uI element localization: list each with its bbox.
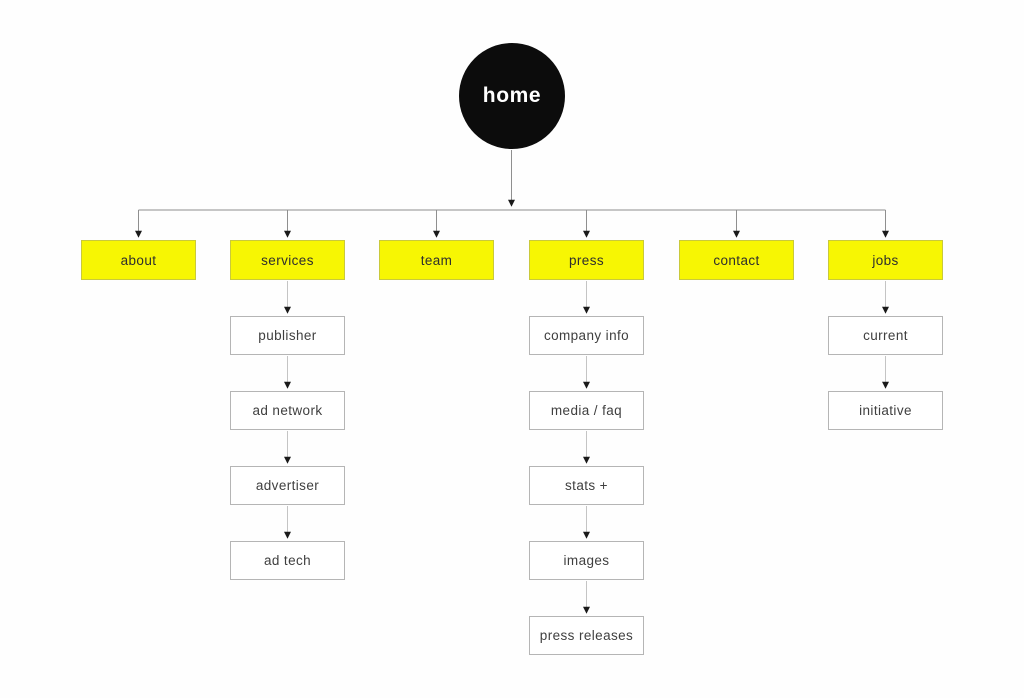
- node-stats-plus: stats +: [529, 466, 644, 505]
- node-company-info: company info: [529, 316, 644, 355]
- node-home: home: [459, 43, 565, 149]
- node-publisher: publisher: [230, 316, 345, 355]
- node-advertiser: advertiser: [230, 466, 345, 505]
- node-current: current: [828, 316, 943, 355]
- node-jobs: jobs: [828, 240, 943, 280]
- node-team: team: [379, 240, 494, 280]
- node-services: services: [230, 240, 345, 280]
- node-ad-tech: ad tech: [230, 541, 345, 580]
- node-press-releases: press releases: [529, 616, 644, 655]
- node-about: about: [81, 240, 196, 280]
- node-media-faq: media / faq: [529, 391, 644, 430]
- node-ad-network: ad network: [230, 391, 345, 430]
- node-images: images: [529, 541, 644, 580]
- node-initiative: initiative: [828, 391, 943, 430]
- node-press: press: [529, 240, 644, 280]
- node-contact: contact: [679, 240, 794, 280]
